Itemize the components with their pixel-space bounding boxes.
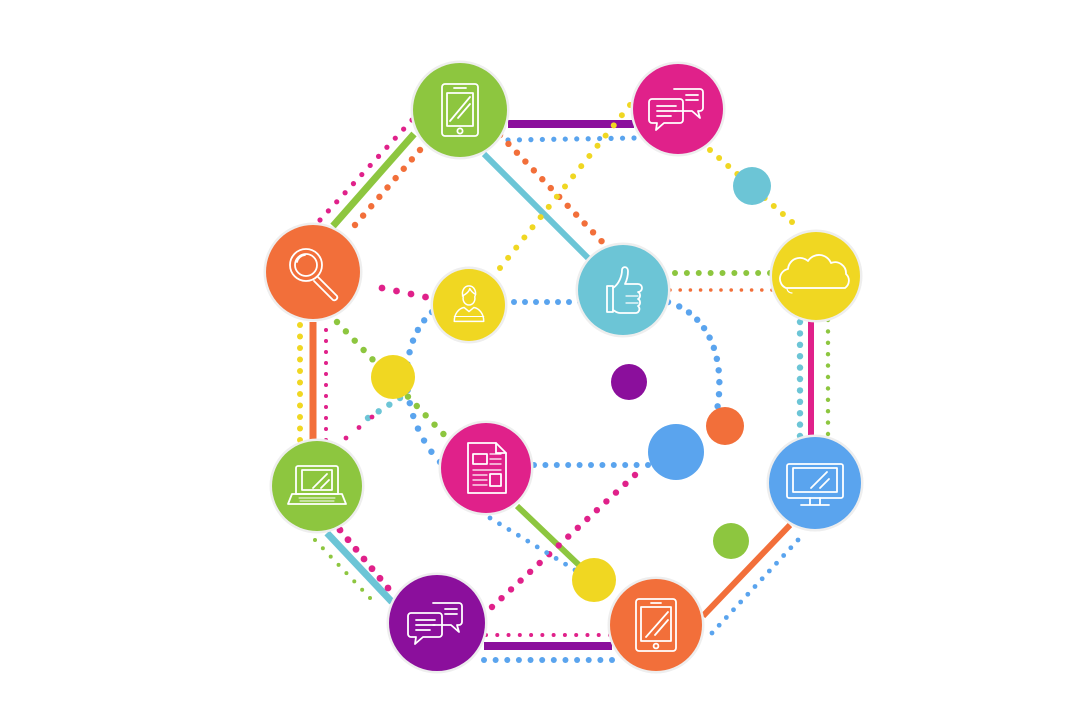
connector-dotted-cyan bbox=[796, 318, 804, 440]
dot-purple bbox=[611, 364, 647, 400]
connector-dotted-magenta bbox=[343, 414, 375, 441]
connector-dotted-blue bbox=[531, 462, 651, 468]
node-search bbox=[263, 222, 363, 322]
chat-bubbles-icon bbox=[407, 602, 463, 645]
connector-dotted-magenta bbox=[336, 526, 392, 592]
connector-dotted-green bbox=[313, 538, 372, 600]
connector-dotted-yellow bbox=[297, 322, 303, 443]
connector-dotted-blue bbox=[505, 135, 637, 143]
dot-green bbox=[713, 523, 749, 559]
dot-yellow-bottom bbox=[572, 558, 616, 602]
connector-dotted-blue bbox=[709, 537, 801, 636]
dot-yellow-left bbox=[371, 355, 415, 399]
connector-dotted-orange bbox=[496, 131, 614, 254]
node-monitor bbox=[766, 434, 864, 532]
node-circle bbox=[772, 232, 860, 320]
nodes bbox=[263, 60, 864, 674]
node-cloud bbox=[769, 229, 863, 323]
node-chat-bottom bbox=[386, 572, 488, 674]
node-thumbs-up bbox=[575, 242, 671, 338]
node-tablet bbox=[607, 576, 705, 674]
node-chat-top bbox=[630, 61, 726, 157]
node-circle bbox=[266, 225, 360, 319]
connector-solid-orange bbox=[700, 522, 793, 619]
dot-blue bbox=[648, 424, 704, 480]
thumbs-up-icon bbox=[606, 266, 643, 314]
connector-solid-green bbox=[514, 503, 583, 569]
dot-cyan bbox=[733, 167, 771, 205]
connector-solid-green bbox=[330, 131, 417, 229]
tablet-icon bbox=[635, 598, 677, 652]
magnifier-icon bbox=[289, 248, 339, 302]
connector-dotted-blue bbox=[511, 299, 583, 305]
connector-dotted-magenta bbox=[484, 633, 612, 637]
laptop-icon bbox=[287, 465, 347, 505]
connector-dotted-magenta bbox=[324, 328, 328, 442]
monitor-icon bbox=[786, 463, 844, 506]
user-icon bbox=[453, 285, 485, 323]
dot-orange bbox=[706, 407, 744, 445]
connector-dotted-green bbox=[825, 317, 831, 437]
node-laptop bbox=[269, 438, 365, 534]
node-phone bbox=[410, 60, 510, 160]
cloud-icon bbox=[779, 254, 850, 294]
smartphone-icon bbox=[441, 83, 479, 137]
connector-lines bbox=[297, 102, 831, 663]
connector-dotted-yellow bbox=[497, 102, 633, 271]
node-circle bbox=[441, 423, 531, 513]
node-user bbox=[430, 266, 508, 344]
connector-dotted-magenta bbox=[317, 117, 415, 223]
accent-dots bbox=[371, 167, 771, 602]
document-icon bbox=[467, 442, 507, 494]
connector-dotted-green bbox=[672, 270, 773, 276]
connector-dotted-orange bbox=[351, 146, 424, 229]
node-circle bbox=[389, 575, 485, 671]
node-document bbox=[438, 420, 534, 516]
connector-solid-cyan bbox=[324, 530, 395, 605]
node-circle bbox=[633, 64, 723, 154]
connector-solid-cyan bbox=[481, 151, 591, 261]
connector-dotted-blue bbox=[481, 657, 615, 663]
node-circle bbox=[272, 441, 362, 531]
connector-dotted-orange bbox=[668, 288, 774, 292]
chat-bubbles-icon bbox=[648, 88, 704, 131]
node-circle bbox=[578, 245, 668, 335]
connector-dotted-magenta bbox=[488, 471, 639, 611]
